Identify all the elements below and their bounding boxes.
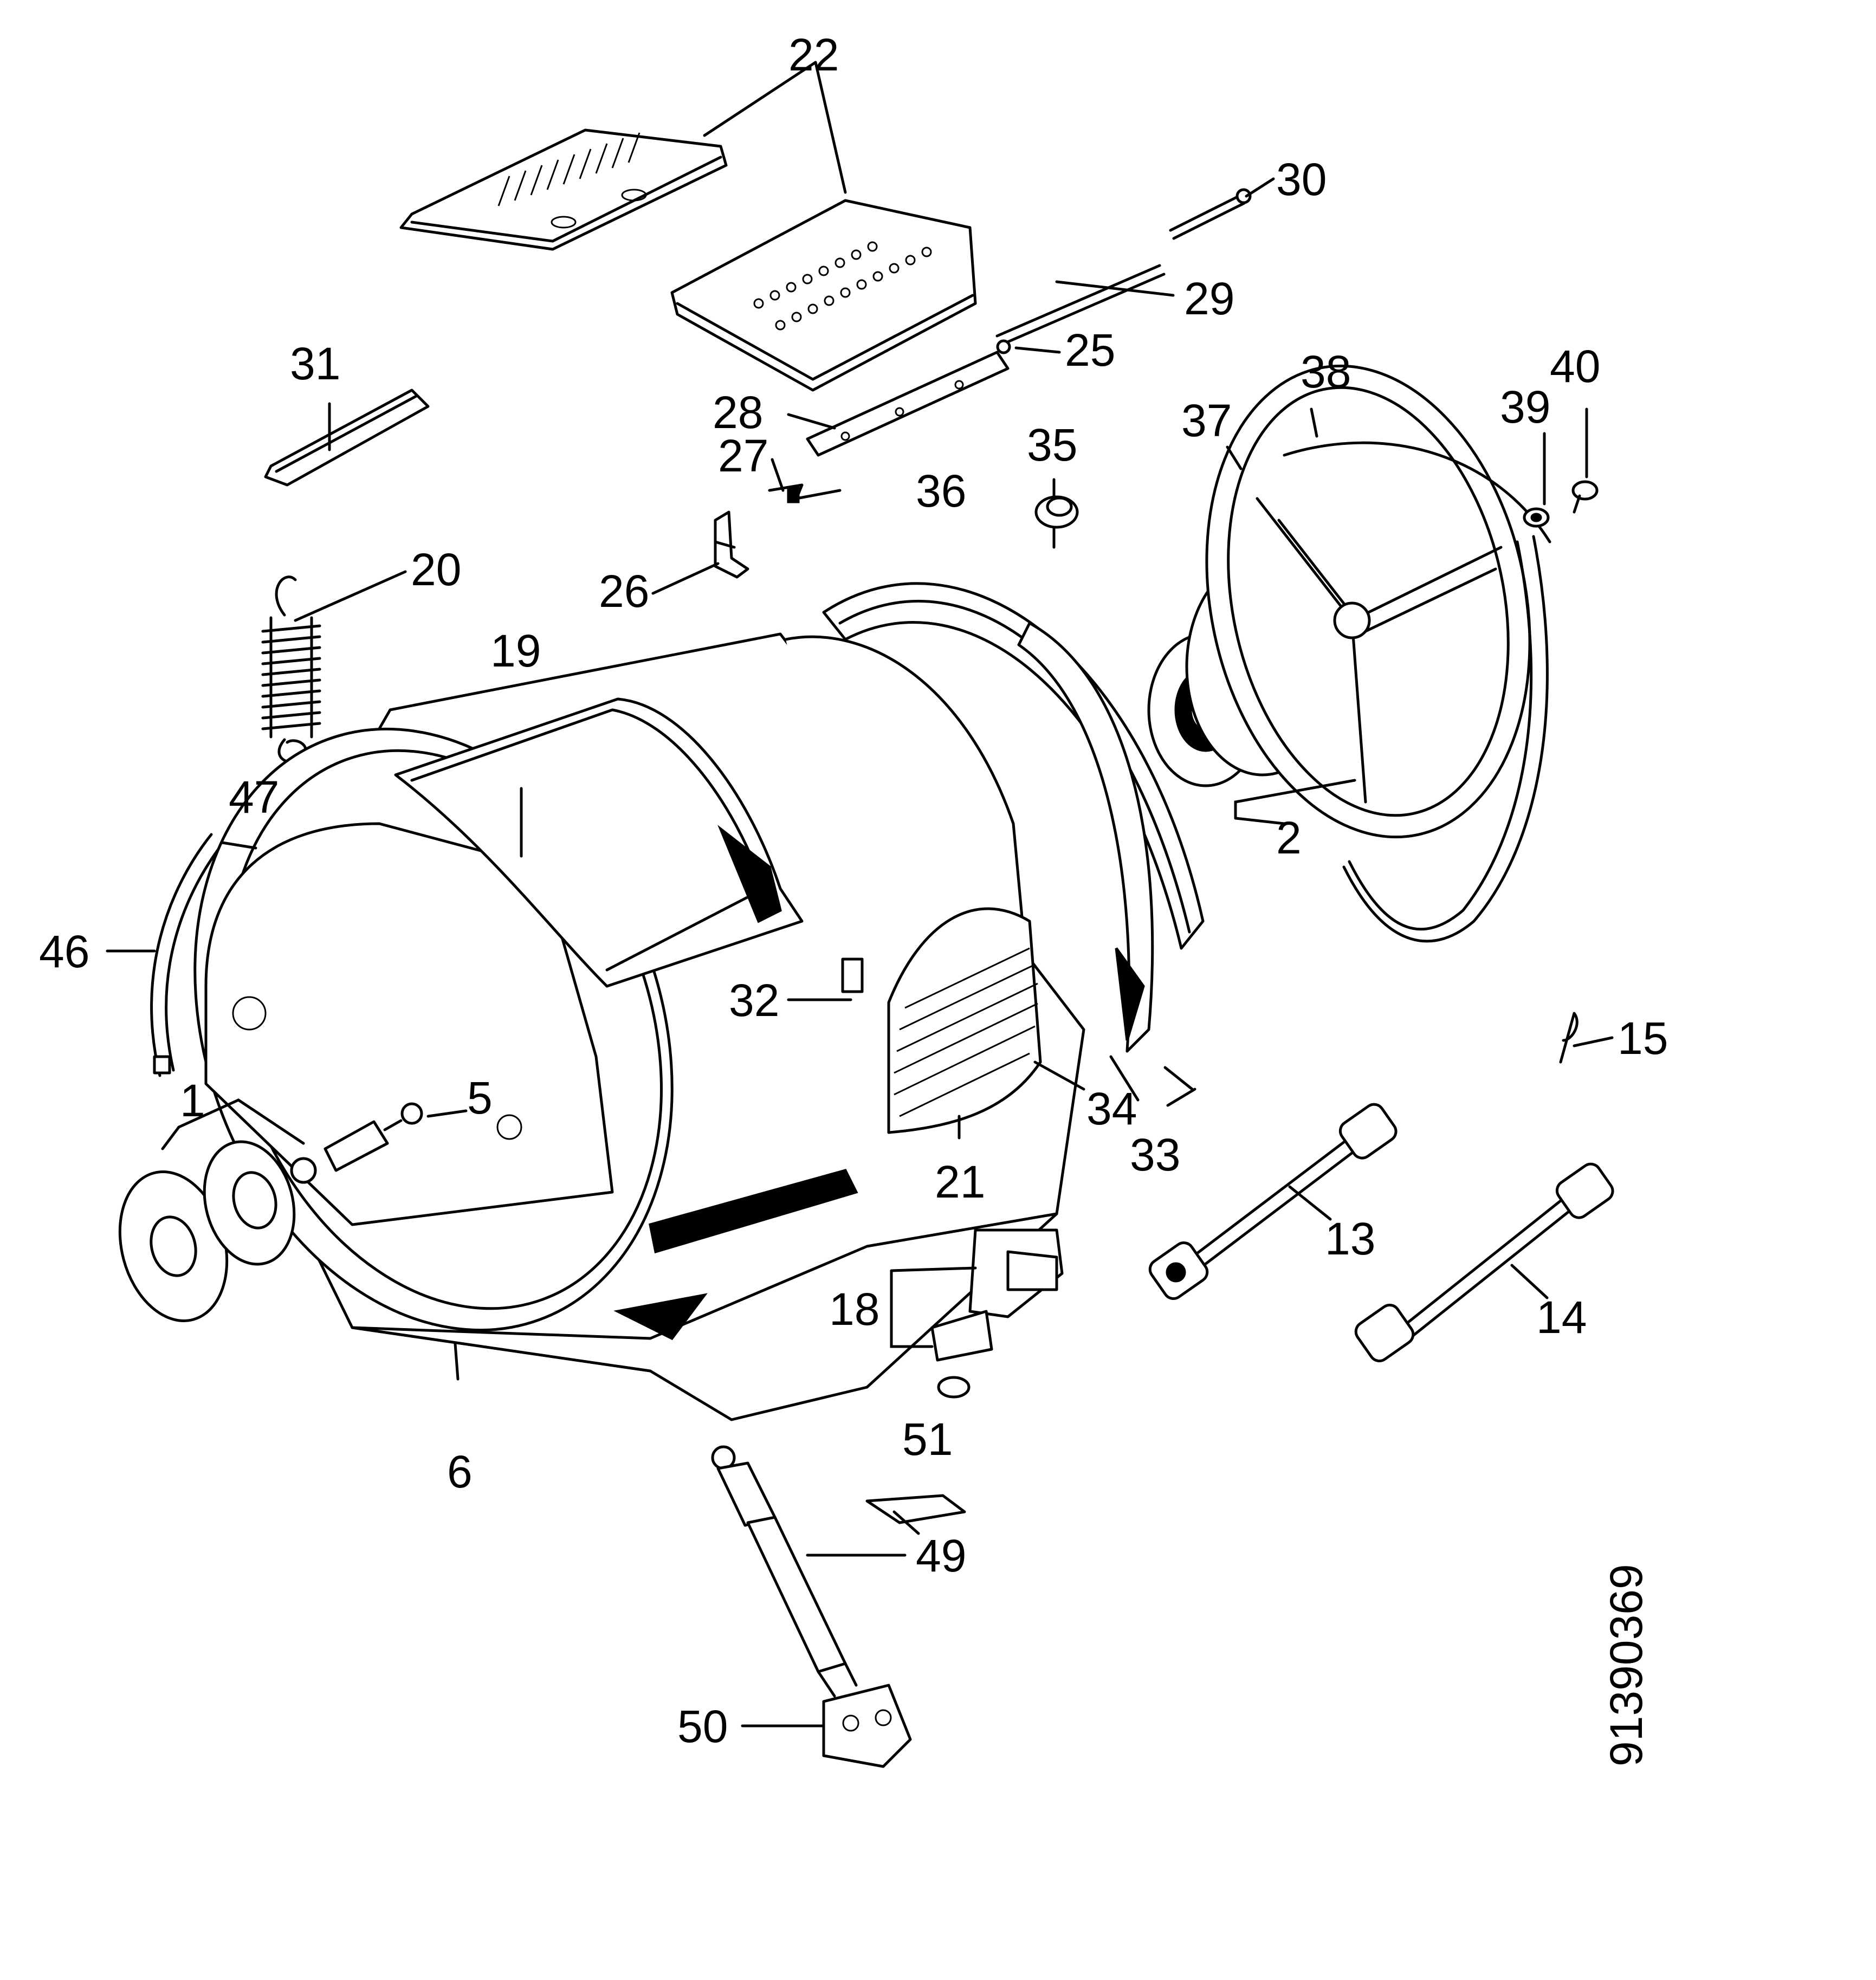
leader-lines xyxy=(106,61,1614,1727)
part-28-hinge-strip xyxy=(806,351,1010,457)
callout-46: 46 xyxy=(39,926,89,977)
part-37-38-pulley-belt xyxy=(1205,364,1551,943)
callout-1: 1 xyxy=(180,1075,205,1126)
part-40-bolt xyxy=(1571,480,1599,514)
part-6-tub-assembly xyxy=(193,632,1085,1421)
part-14-damper xyxy=(1354,1162,1614,1363)
callout-34: 34 xyxy=(1086,1083,1137,1134)
callout-29: 29 xyxy=(1184,273,1234,324)
part-13-damper xyxy=(1148,1103,1398,1300)
part-31-bracket xyxy=(264,389,430,487)
part-39-nut xyxy=(1523,507,1550,528)
callout-47: 47 xyxy=(229,772,279,823)
part-29-30-hinge-rod xyxy=(995,188,1252,346)
drawing-number: 91390369 xyxy=(1601,1564,1652,1767)
callout-30: 30 xyxy=(1276,154,1327,205)
part-15-hook xyxy=(1559,1012,1579,1064)
callout-22: 22 xyxy=(788,29,839,80)
callout-15: 15 xyxy=(1618,1013,1668,1064)
part-22-upper-plate xyxy=(399,128,728,251)
part-33-34-seal xyxy=(1017,622,1154,1053)
callout-19: 19 xyxy=(490,625,541,676)
callout-27: 27 xyxy=(718,430,768,481)
callout-21: 21 xyxy=(935,1156,985,1207)
callout-40: 40 xyxy=(1550,341,1600,392)
callout-36: 36 xyxy=(916,465,966,516)
callout-2: 2 xyxy=(1276,812,1302,863)
callout-51: 51 xyxy=(902,1414,953,1465)
callout-37: 37 xyxy=(1181,395,1232,446)
callout-6: 6 xyxy=(447,1446,473,1497)
part-27-clip xyxy=(768,483,842,503)
callout-35: 35 xyxy=(1027,419,1077,470)
part-49-strut xyxy=(711,1445,858,1698)
callout-50: 50 xyxy=(677,1701,728,1752)
callout-18: 18 xyxy=(829,1284,879,1335)
part-1-flange xyxy=(118,1120,389,1322)
part-18-bracket-group xyxy=(930,1228,1064,1399)
part-35-plug xyxy=(1034,495,1079,529)
part-26-catch xyxy=(714,510,749,579)
callout-28: 28 xyxy=(713,387,763,438)
part-5-bolt xyxy=(383,1102,423,1131)
part-50-foot xyxy=(822,1684,912,1768)
part-46-strap xyxy=(150,833,229,1077)
callout-26: 26 xyxy=(599,566,649,617)
callout-labels: 22 30 29 25 31 28 27 26 35 36 37 38 39 4… xyxy=(39,29,1668,1752)
callout-25: 25 xyxy=(1065,325,1115,376)
part-22-lower-plate xyxy=(670,199,977,392)
part-25-washer xyxy=(996,339,1011,354)
callout-20: 20 xyxy=(411,544,461,595)
callout-32: 32 xyxy=(729,975,779,1026)
callout-31: 31 xyxy=(290,338,340,389)
callout-14: 14 xyxy=(1536,1292,1587,1343)
callout-5: 5 xyxy=(467,1072,493,1123)
part-51-pad xyxy=(865,1494,966,1524)
callout-38: 38 xyxy=(1301,346,1351,397)
callout-33: 33 xyxy=(1130,1129,1180,1180)
callout-39: 39 xyxy=(1500,381,1550,432)
callout-49: 49 xyxy=(916,1530,966,1581)
callout-13: 13 xyxy=(1325,1213,1375,1264)
part-20-spring xyxy=(261,575,321,763)
